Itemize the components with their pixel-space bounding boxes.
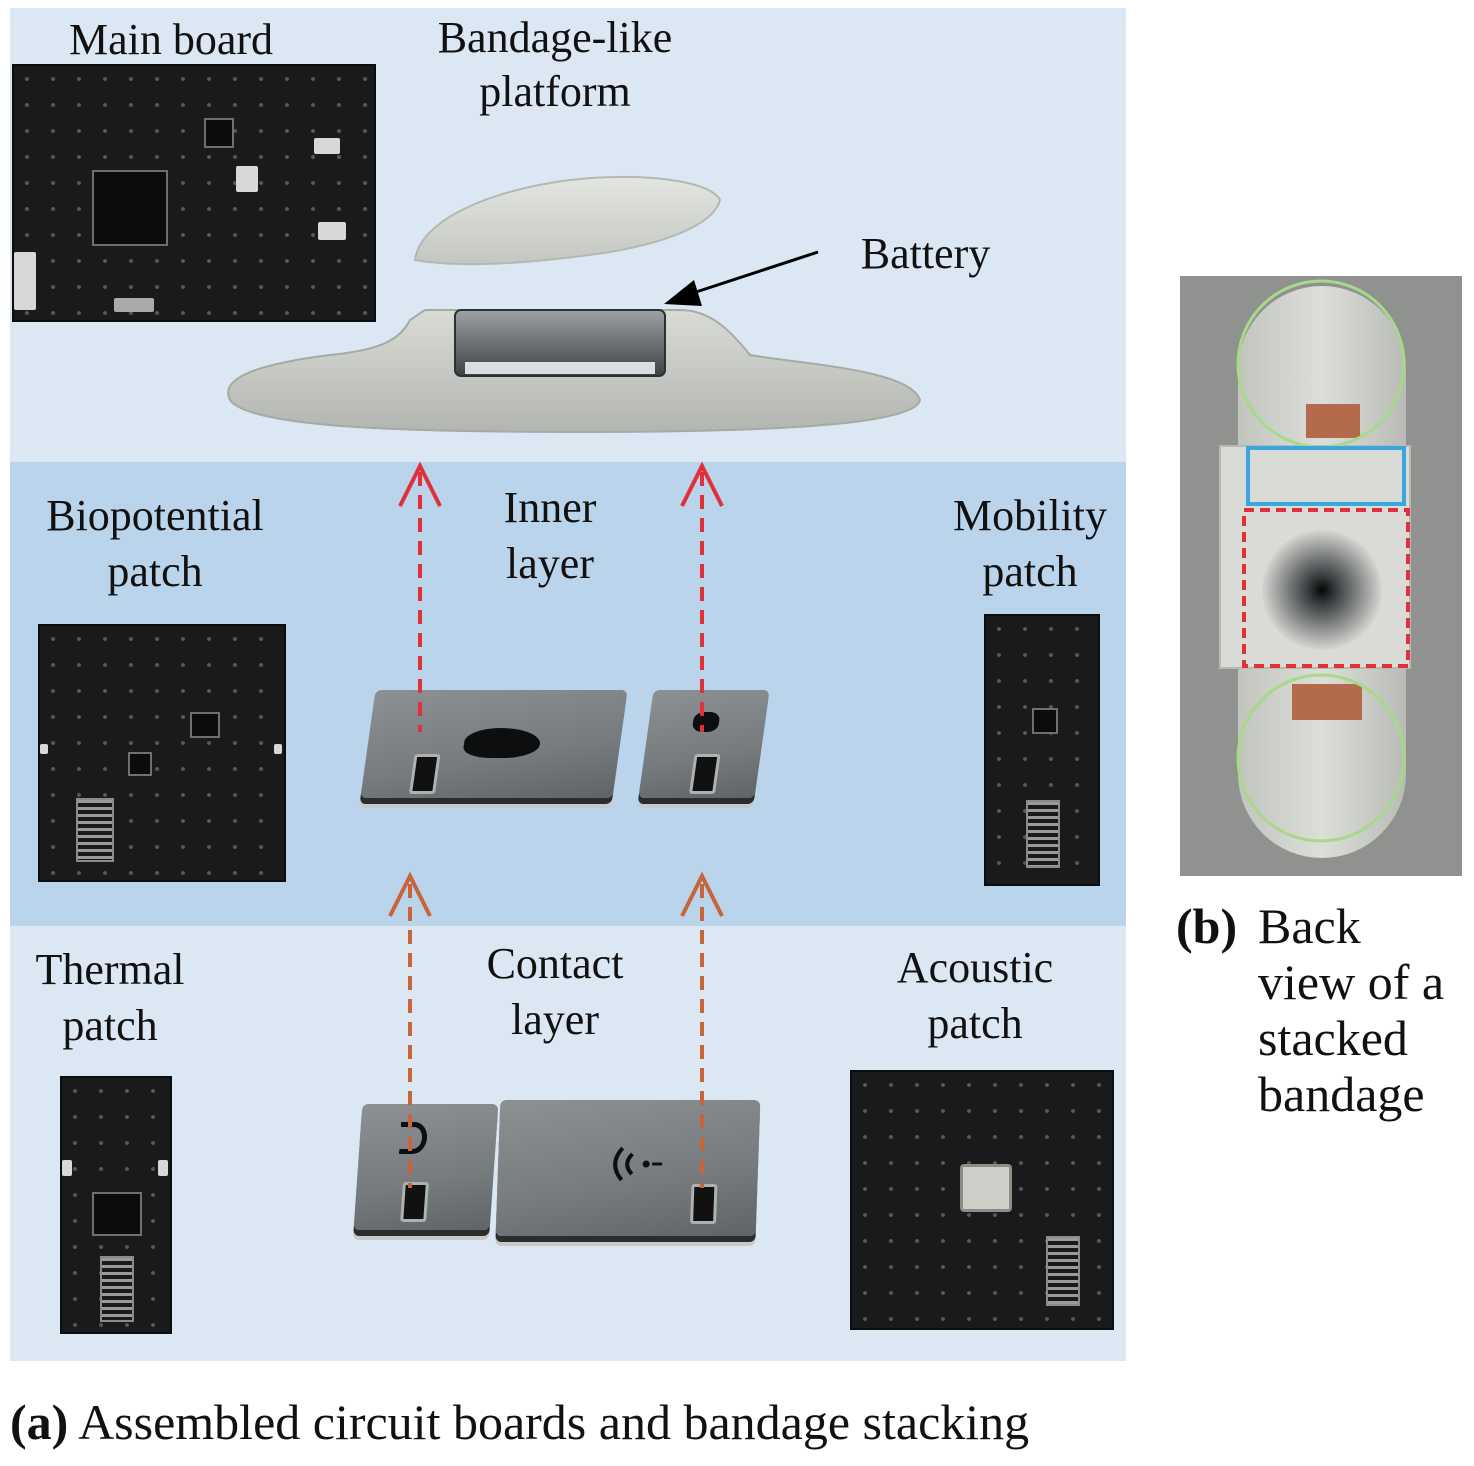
stacking-arrows bbox=[388, 461, 724, 1188]
inner-arrow-right-head bbox=[680, 461, 724, 507]
biopotential-edge-pad bbox=[274, 744, 282, 754]
caption-b-line4: bandage bbox=[1258, 1066, 1425, 1122]
main-board-mcu-chip bbox=[92, 170, 168, 246]
back-view-photo bbox=[1180, 276, 1462, 876]
bandage-platform-image bbox=[227, 175, 922, 434]
acoustic-patch-image bbox=[850, 1070, 1114, 1330]
thermal-edge-pad bbox=[62, 1160, 72, 1176]
label-acoustic-line2: patch bbox=[927, 999, 1023, 1048]
label-bandage-platform-line1: Bandage-like bbox=[437, 13, 673, 62]
label-inner-layer-line2: layer bbox=[506, 539, 594, 588]
caption-a-text: Assembled circuit boards and bandage sta… bbox=[78, 1394, 1030, 1450]
sound-wave-icon bbox=[604, 1144, 663, 1182]
caption-a-tag: (a) bbox=[10, 1394, 69, 1450]
caption-b-line3: stacked bbox=[1258, 1010, 1408, 1066]
label-main-board: Main board bbox=[68, 15, 274, 64]
caption-b-tag: (b) bbox=[1176, 898, 1238, 954]
label-acoustic-line1: Acoustic bbox=[896, 943, 1054, 992]
label-contact-layer-line2: layer bbox=[511, 995, 599, 1044]
inner-arrow-left-head bbox=[398, 461, 442, 507]
main-board-component bbox=[318, 222, 346, 240]
platform-cover bbox=[413, 175, 722, 266]
thermal-connector bbox=[100, 1256, 134, 1322]
thermal-patch-image bbox=[60, 1076, 172, 1334]
main-board-connector bbox=[114, 298, 154, 312]
label-contact-layer-line1: Contact bbox=[486, 939, 624, 988]
biopotential-chip-small bbox=[128, 752, 152, 776]
mobility-patch-image bbox=[984, 614, 1100, 886]
battery-arrow bbox=[664, 250, 819, 306]
contact-layer-slab-large bbox=[495, 1100, 761, 1236]
mobility-chip bbox=[1032, 708, 1058, 734]
contact-arrow-right-head bbox=[680, 871, 724, 917]
bottom-circle-highlight bbox=[1236, 673, 1406, 843]
label-thermal-line2: patch bbox=[62, 1001, 158, 1050]
main-board-edge-connector bbox=[14, 252, 36, 310]
main-board-component bbox=[236, 166, 258, 192]
main-board-image bbox=[12, 64, 376, 322]
label-inner-layer-line1: Inner bbox=[503, 483, 597, 532]
contact-arrow-left-head bbox=[388, 871, 432, 917]
label-bandage-platform-line2: platform bbox=[479, 67, 631, 116]
acoustic-cavity bbox=[1262, 530, 1382, 650]
biopotential-chip bbox=[190, 712, 220, 738]
blue-box-highlight bbox=[1246, 446, 1406, 506]
battery-shape bbox=[454, 309, 666, 377]
biopotential-connector bbox=[76, 798, 114, 862]
biopotential-patch-image bbox=[38, 624, 286, 882]
label-biopotential-line1: Biopotential bbox=[46, 491, 264, 540]
thermal-chip bbox=[92, 1192, 142, 1236]
label-thermal-line1: Thermal bbox=[35, 945, 185, 994]
main-board-small-chip bbox=[204, 118, 234, 148]
caption-b-line2: view of a bbox=[1258, 954, 1445, 1010]
copper-electrode-bottom bbox=[1292, 684, 1362, 720]
caption-b-line1: Back bbox=[1258, 898, 1361, 954]
label-battery: Battery bbox=[860, 229, 991, 278]
main-board-component bbox=[314, 138, 340, 154]
label-mobility-line2: patch bbox=[982, 547, 1078, 596]
battery-edge bbox=[465, 362, 655, 374]
biopotential-edge-pad bbox=[40, 744, 48, 754]
caption-a: (a) Assembled circuit boards and bandage… bbox=[10, 1392, 1029, 1452]
thermal-edge-pad bbox=[158, 1160, 168, 1176]
acoustic-connector bbox=[1046, 1236, 1080, 1306]
microphone-component bbox=[960, 1164, 1012, 1212]
label-biopotential-line2: patch bbox=[107, 547, 203, 596]
red-dashed-box-highlight bbox=[1242, 508, 1410, 668]
mobility-connector bbox=[1026, 800, 1060, 868]
label-mobility-line1: Mobility bbox=[952, 491, 1108, 540]
copper-electrode-top bbox=[1306, 404, 1360, 438]
